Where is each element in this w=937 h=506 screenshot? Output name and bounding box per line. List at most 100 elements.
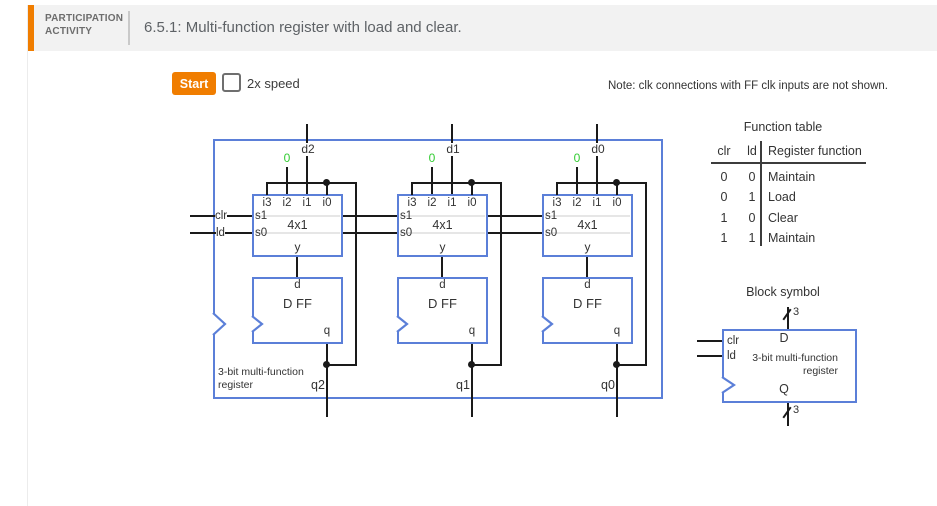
- wire-clr: [343, 215, 399, 217]
- table-header-function: Register function: [768, 144, 862, 158]
- mux-i3-label: i3: [552, 197, 562, 209]
- wire-feedback-horizontal: [326, 364, 357, 366]
- block-name-line2: register: [802, 365, 838, 377]
- junction-dot: [468, 179, 475, 186]
- table-cell: 0: [748, 170, 756, 184]
- page-title: 6.5.1: Multi-function register with load…: [144, 19, 462, 36]
- dff-box: [542, 277, 633, 344]
- wire-q-output: [471, 344, 473, 417]
- dff-d-label: d: [584, 279, 591, 291]
- wire-i3-drop: [266, 184, 268, 195]
- accent-bar: [28, 5, 34, 51]
- table-cell: Maintain: [768, 231, 816, 245]
- wire-d-input: [451, 124, 453, 194]
- caption-line1: 3-bit multi-function: [218, 366, 304, 378]
- wire-d-bus: [787, 307, 789, 329]
- wire-q-output: [326, 344, 328, 417]
- wire-feedback-horizontal: [616, 364, 647, 366]
- wire-y-to-d: [441, 257, 443, 277]
- dff-q-label: q: [468, 325, 476, 337]
- ld-input-label: ld: [216, 227, 225, 240]
- junction-dot: [613, 179, 620, 186]
- mux-s0-label: s0: [400, 227, 413, 239]
- clk-note: Note: clk connections with FF clk inputs…: [608, 80, 888, 92]
- dff-d-label: d: [294, 279, 301, 291]
- table-cell: 1: [720, 211, 728, 225]
- mux-i1-label: i1: [302, 197, 312, 209]
- wire-d-input: [596, 124, 598, 194]
- block-ld-label: ld: [727, 350, 736, 362]
- speed-checkbox[interactable]: [222, 73, 241, 92]
- block-symbol-name: 3-bit multi-function register: [722, 352, 838, 378]
- mux-i0-label: i0: [612, 197, 622, 209]
- mux-s0-label: s0: [255, 227, 268, 239]
- start-button[interactable]: Start: [172, 72, 216, 95]
- mux-y-label: y: [584, 240, 591, 254]
- mux-i0-label: i0: [322, 197, 332, 209]
- mux-s0-label: s0: [545, 227, 558, 239]
- wire-pass-s0: [545, 232, 630, 234]
- kicker-line2: ACTIVITY: [45, 26, 93, 37]
- d-input-label: d1: [439, 143, 467, 156]
- q-output-label: q2: [311, 378, 325, 392]
- wire-const-zero: [286, 167, 288, 194]
- speed-label: 2x speed: [247, 76, 300, 91]
- mux-i3-label: i3: [407, 197, 417, 209]
- wire-feedback-top: [556, 182, 647, 184]
- dff-q-label: q: [613, 325, 621, 337]
- wire-feedback-vertical: [500, 182, 502, 366]
- block-q-label: Q: [779, 382, 789, 396]
- mux-s1-label: s1: [255, 210, 268, 222]
- wire-y-to-d: [586, 257, 588, 277]
- dff-label: D FF: [573, 296, 602, 311]
- caption-line2: register: [218, 378, 254, 391]
- header-divider: [128, 11, 130, 45]
- mux-i0-label: i0: [467, 197, 477, 209]
- wire-pass-s0: [255, 232, 340, 234]
- wire-feedback-top: [411, 182, 502, 184]
- wire-pass-s0: [400, 232, 485, 234]
- mux-i2-label: i2: [427, 197, 437, 209]
- clock-chevron-icon: [396, 315, 409, 333]
- wire-i0-drop: [471, 184, 473, 195]
- mux-box: [252, 194, 343, 257]
- wire-ld-stub: [697, 355, 722, 357]
- function-table-title: Function table: [743, 120, 823, 134]
- block-d-label: D: [779, 331, 789, 345]
- junction-dot: [468, 361, 475, 368]
- mux-box: [542, 194, 633, 257]
- wire-ld: [343, 232, 399, 234]
- wire-d-input: [306, 124, 308, 194]
- constant-zero-label: 0: [428, 151, 436, 165]
- table-header-ld: ld: [747, 144, 757, 158]
- wire-clr-stub: [697, 340, 722, 342]
- mux-box: [397, 194, 488, 257]
- clock-chevron-icon: [541, 315, 554, 333]
- table-vertical-rule: [760, 141, 762, 246]
- mux-y-label: y: [439, 240, 446, 254]
- wire-const-zero: [431, 167, 433, 194]
- wire-ld: [488, 232, 544, 234]
- kicker-line1: PARTICIPATION: [45, 13, 124, 24]
- dff-box: [397, 277, 488, 344]
- table-cell: 1: [748, 190, 756, 204]
- d-input-label: d2: [294, 143, 322, 156]
- table-cell: 1: [720, 231, 728, 245]
- wire-feedback-vertical: [645, 182, 647, 366]
- dff-label: D FF: [283, 296, 312, 311]
- junction-dot: [613, 361, 620, 368]
- wire-pass-s1: [255, 215, 340, 217]
- wire-i3-drop: [411, 184, 413, 195]
- wire-pass-s1: [545, 215, 630, 217]
- d-input-label: d0: [584, 143, 612, 156]
- table-cell: 0: [748, 211, 756, 225]
- wire-feedback-horizontal: [471, 364, 502, 366]
- mux-i1-label: i1: [592, 197, 602, 209]
- mux-s1-label: s1: [545, 210, 558, 222]
- mux-i3-label: i3: [262, 197, 272, 209]
- q-output-label: q1: [456, 378, 470, 392]
- wire-pass-s1: [400, 215, 485, 217]
- wire-const-zero: [576, 167, 578, 194]
- junction-dot: [323, 179, 330, 186]
